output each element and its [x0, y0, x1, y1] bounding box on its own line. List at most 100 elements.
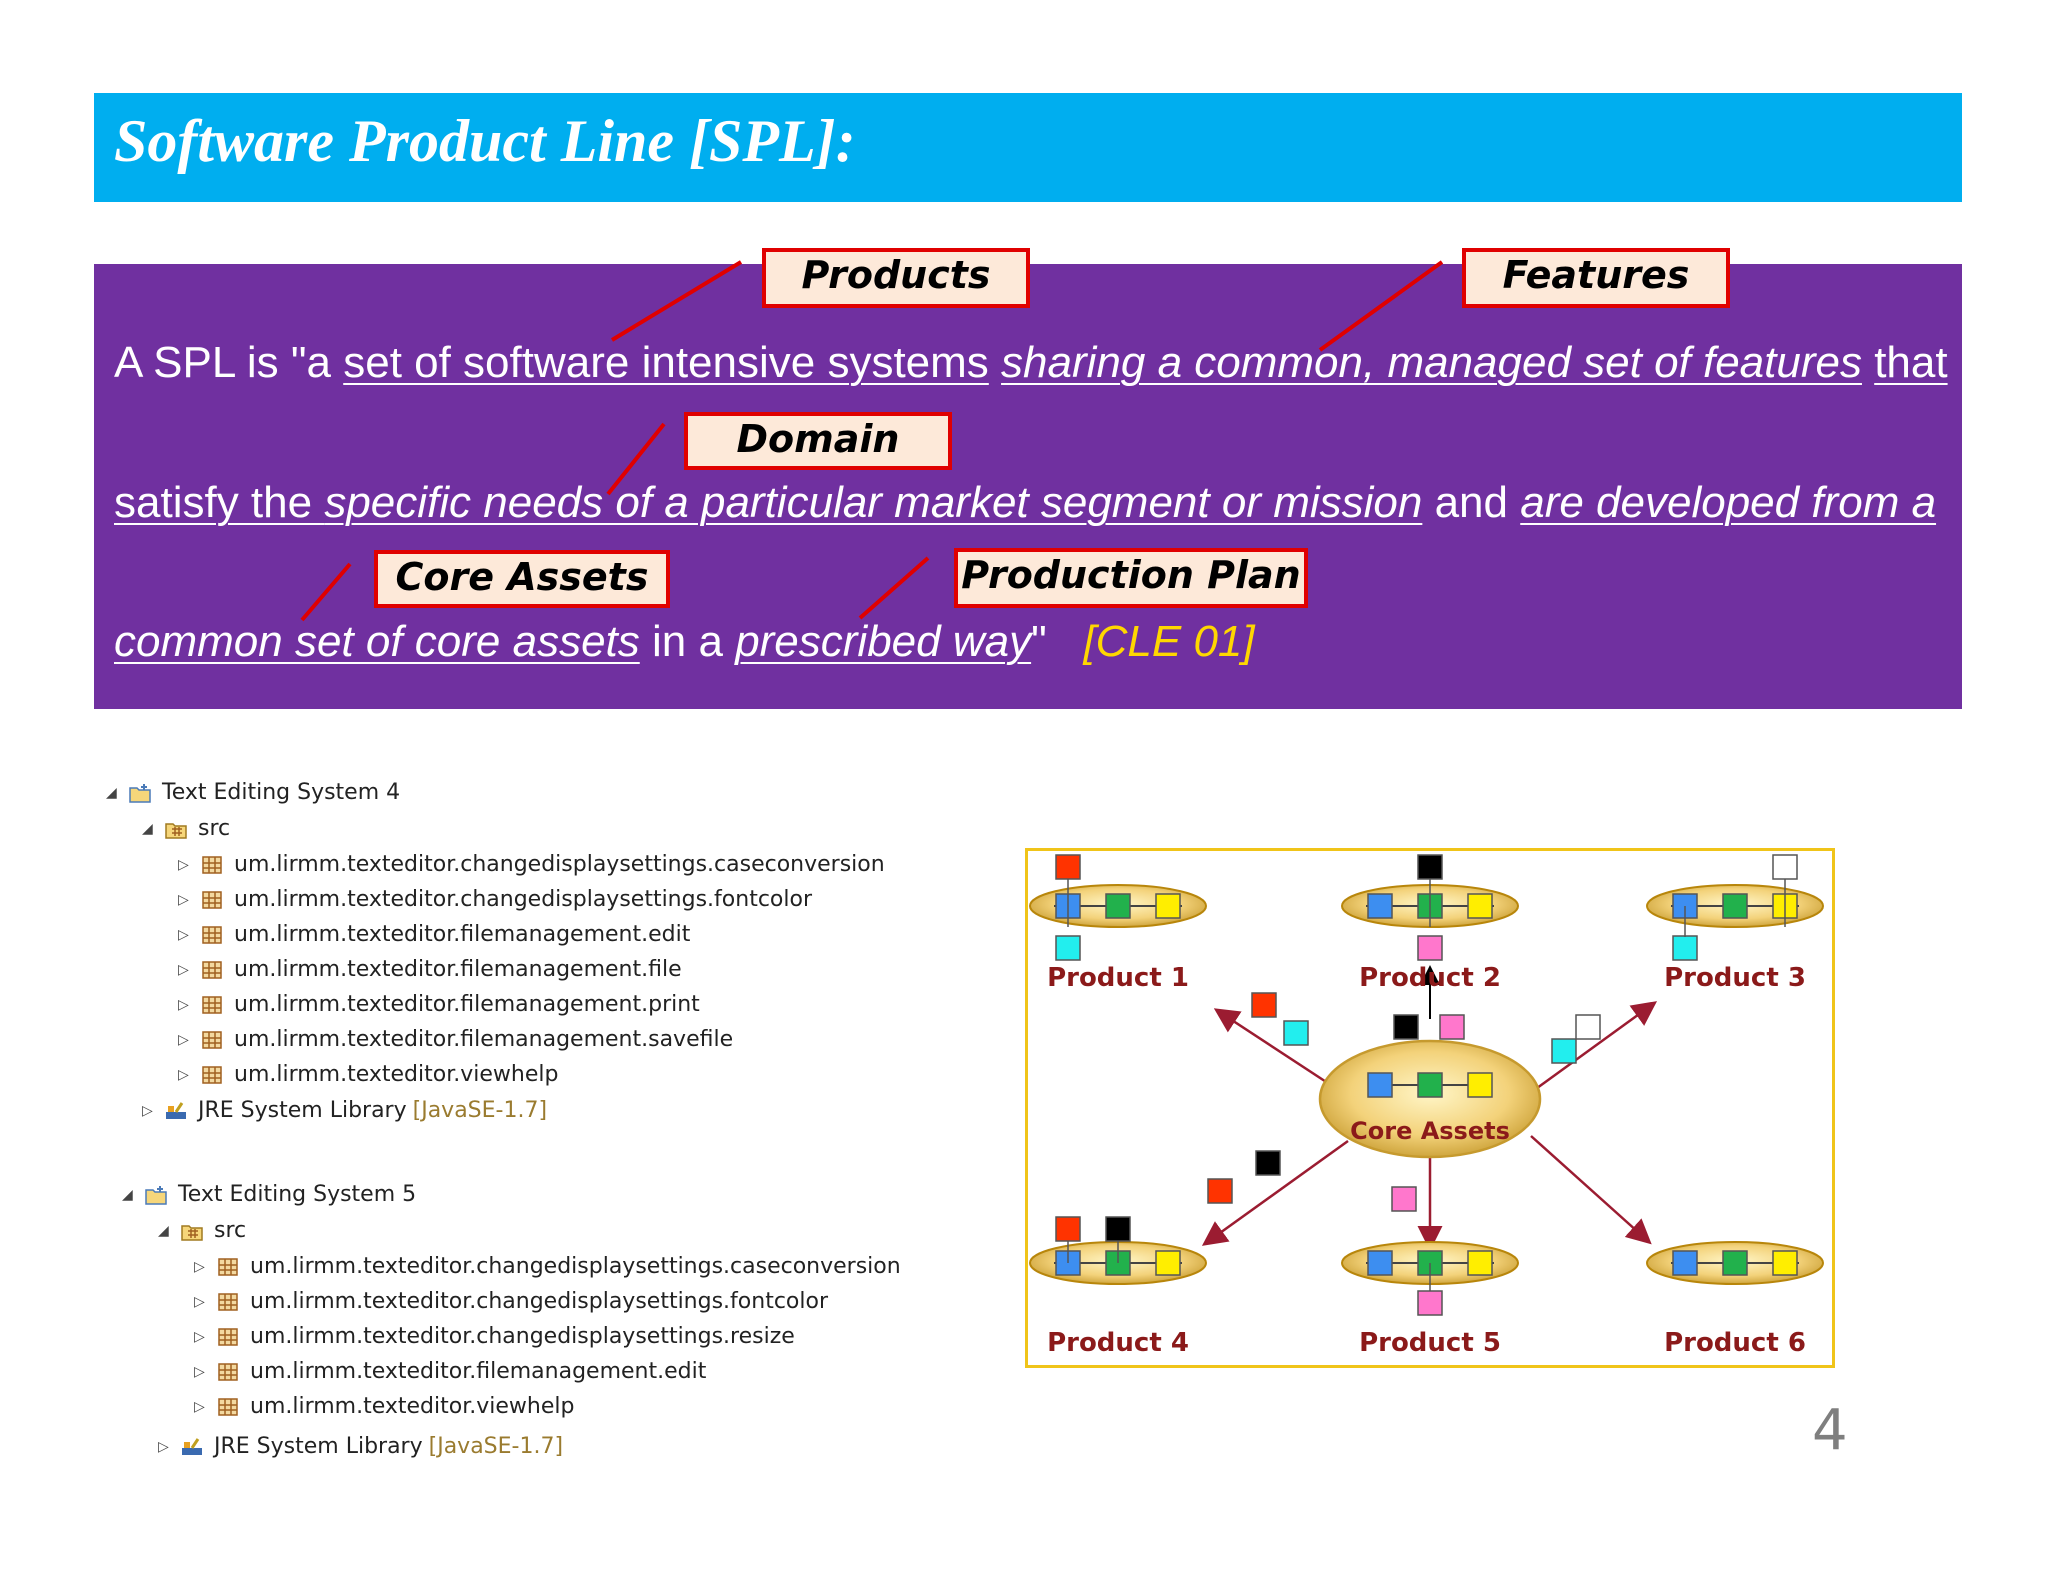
package-icon: [202, 1065, 222, 1084]
package-row[interactable]: ▷ um.lirmm.texteditor.changedisplaysettin…: [178, 887, 812, 912]
project-folder-icon: [129, 783, 151, 803]
package-name: um.lirmm.texteditor.changedisplaysetting…: [250, 1324, 795, 1349]
collapsed-arrow-icon[interactable]: ▷: [158, 1438, 169, 1455]
package-row[interactable]: ▷ um.lirmm.texteditor.changedisplaysettin…: [178, 852, 885, 877]
collapsed-arrow-icon[interactable]: ▷: [194, 1258, 205, 1275]
package-row[interactable]: ▷ um.lirmm.texteditor.filemanagement.prin…: [178, 992, 700, 1017]
float-red-4: [1207, 1178, 1233, 1204]
src-folder-row[interactable]: ◢ src: [142, 816, 230, 841]
product-1-feature-green: [1105, 893, 1131, 919]
product-3-label: Product 3: [1664, 963, 1806, 993]
prescribed-way-phrase: prescribed way: [735, 617, 1032, 666]
package-row[interactable]: ▷um.lirmm.texteditor.changedisplaysettin…: [194, 1254, 901, 1279]
collapsed-arrow-icon[interactable]: ▷: [178, 856, 189, 873]
page-number: 4: [1812, 1398, 1848, 1463]
package-icon: [218, 1362, 238, 1381]
product-2-label: Product 2: [1359, 963, 1501, 993]
float-cyan-3: [1551, 1038, 1577, 1064]
arrow-to-product-1: [1213, 1008, 1341, 1093]
product-3-feature-green: [1722, 893, 1748, 919]
line3-mid: in a: [652, 617, 723, 666]
collapsed-arrow-icon[interactable]: ▷: [178, 926, 189, 943]
core-assets-callout-label: Core Assets: [395, 555, 649, 599]
product-4-feature-yellow: [1155, 1250, 1181, 1276]
project-folder-icon: [145, 1185, 167, 1205]
core-assets-label: Core Assets: [1350, 1117, 1510, 1145]
src-label: src: [214, 1218, 247, 1243]
collapsed-arrow-icon[interactable]: ▷: [194, 1293, 205, 1310]
source-folder-icon: [165, 822, 187, 839]
float-white-3: [1575, 1014, 1601, 1040]
package-row[interactable]: ▷ um.lirmm.texteditor.viewhelp: [194, 1394, 574, 1419]
expanded-arrow-icon[interactable]: ◢: [122, 1186, 133, 1203]
package-row[interactable]: ▷ um.lirmm.texteditor.viewhelp: [178, 1062, 558, 1087]
product-2-feature-yellow: [1467, 893, 1493, 919]
production-plan-callout: Production Plan: [954, 548, 1308, 608]
project-row[interactable]: ◢ Text Editing System 5: [122, 1182, 416, 1207]
package-name: um.lirmm.texteditor.changedisplaysetting…: [234, 852, 885, 877]
package-name: um.lirmm.texteditor.viewhelp: [234, 1062, 559, 1087]
collapsed-arrow-icon[interactable]: ▷: [178, 1031, 189, 1048]
products-callout-label: Products: [801, 253, 991, 297]
expanded-arrow-icon[interactable]: ◢: [142, 820, 153, 837]
line2-mid: and: [1434, 478, 1508, 527]
definition-line-1: A SPL is "a set of software intensive sy…: [114, 338, 1948, 388]
package-row[interactable]: ▷ um.lirmm.texteditor.filemanagement.edit: [178, 922, 690, 947]
collapsed-arrow-icon[interactable]: ▷: [194, 1363, 205, 1380]
p1-variant-cyan: [1055, 935, 1081, 961]
collapsed-arrow-icon[interactable]: ▷: [178, 961, 189, 978]
source-folder-icon: [181, 1224, 203, 1241]
collapsed-arrow-icon[interactable]: ▷: [194, 1328, 205, 1345]
product-5-feature-blue: [1367, 1250, 1393, 1276]
float-black-4: [1255, 1150, 1281, 1176]
product-4-label: Product 4: [1047, 1328, 1189, 1358]
package-name: um.lirmm.texteditor.filemanagement.edit: [234, 922, 691, 947]
package-row[interactable]: ▷um.lirmm.texteditor.filemanagement.save…: [178, 1027, 733, 1052]
package-icon: [202, 1030, 222, 1049]
package-icon: [202, 855, 222, 874]
package-icon: [218, 1397, 238, 1416]
collapsed-arrow-icon[interactable]: ▷: [142, 1102, 153, 1119]
package-name: um.lirmm.texteditor.viewhelp: [250, 1394, 575, 1419]
line2-lead: satisfy the: [114, 478, 325, 527]
library-icon: [166, 1101, 186, 1119]
package-name: um.lirmm.texteditor.changedisplaysetting…: [250, 1289, 828, 1314]
package-name: um.lirmm.texteditor.filemanagement.print: [234, 992, 700, 1017]
collapsed-arrow-icon[interactable]: ▷: [178, 891, 189, 908]
package-row[interactable]: ▷ um.lirmm.texteditor.changedisplaysettin…: [194, 1324, 795, 1349]
expanded-arrow-icon[interactable]: ◢: [106, 784, 117, 801]
definition-box: A SPL is "a set of software intensive sy…: [94, 264, 1962, 709]
jre-library-row[interactable]: ▷ JRE System Library[JavaSE-1.7]: [142, 1098, 547, 1123]
expanded-arrow-icon[interactable]: ◢: [158, 1222, 169, 1239]
src-folder-row[interactable]: ◢ src: [158, 1218, 246, 1243]
jre-label: JRE System Library: [198, 1098, 407, 1123]
product-5-feature-yellow: [1467, 1250, 1493, 1276]
src-label: src: [198, 816, 231, 841]
collapsed-arrow-icon[interactable]: ▷: [178, 1066, 189, 1083]
products-callout: Products: [762, 248, 1030, 308]
package-row[interactable]: ▷ um.lirmm.texteditor.changedisplaysettin…: [194, 1289, 828, 1314]
core-feature-yellow: [1467, 1072, 1493, 1098]
collapsed-arrow-icon[interactable]: ▷: [178, 996, 189, 1013]
p3-variant-cyan: [1672, 935, 1698, 961]
jre-library-row[interactable]: ▷ JRE System Library[JavaSE-1.7]: [158, 1434, 563, 1459]
float-black-2: [1393, 1014, 1419, 1040]
package-icon: [218, 1292, 238, 1311]
float-cyan-1: [1283, 1020, 1309, 1046]
project-row[interactable]: ◢ Text Editing System 4: [106, 780, 400, 805]
product-1-label: Product 1: [1047, 963, 1189, 993]
definition-line-3: common set of core assets in a prescribe…: [114, 617, 1255, 667]
p4-variant-red: [1055, 1216, 1081, 1242]
title-bar: Software Product Line [SPL]:: [94, 93, 1962, 202]
line2-tail-phrase: are developed from a: [1520, 478, 1937, 527]
package-row[interactable]: ▷um.lirmm.texteditor.filemanagement.file: [178, 957, 682, 982]
spl-diagram-canvas: Core Assets Product 1 Product 2 Product 3 Pr…: [1029, 854, 1824, 1358]
package-row[interactable]: ▷um.lirmm.texteditor.filemanagement.edit: [194, 1359, 706, 1384]
definition-line-2: satisfy the specific needs of a particul…: [114, 478, 1936, 528]
package-icon: [218, 1257, 238, 1276]
package-name: um.lirmm.texteditor.changedisplaysetting…: [234, 887, 812, 912]
package-icon: [202, 890, 222, 909]
product-1-feature-yellow: [1155, 893, 1181, 919]
product-6-label: Product 6: [1664, 1328, 1806, 1358]
collapsed-arrow-icon[interactable]: ▷: [194, 1398, 205, 1415]
